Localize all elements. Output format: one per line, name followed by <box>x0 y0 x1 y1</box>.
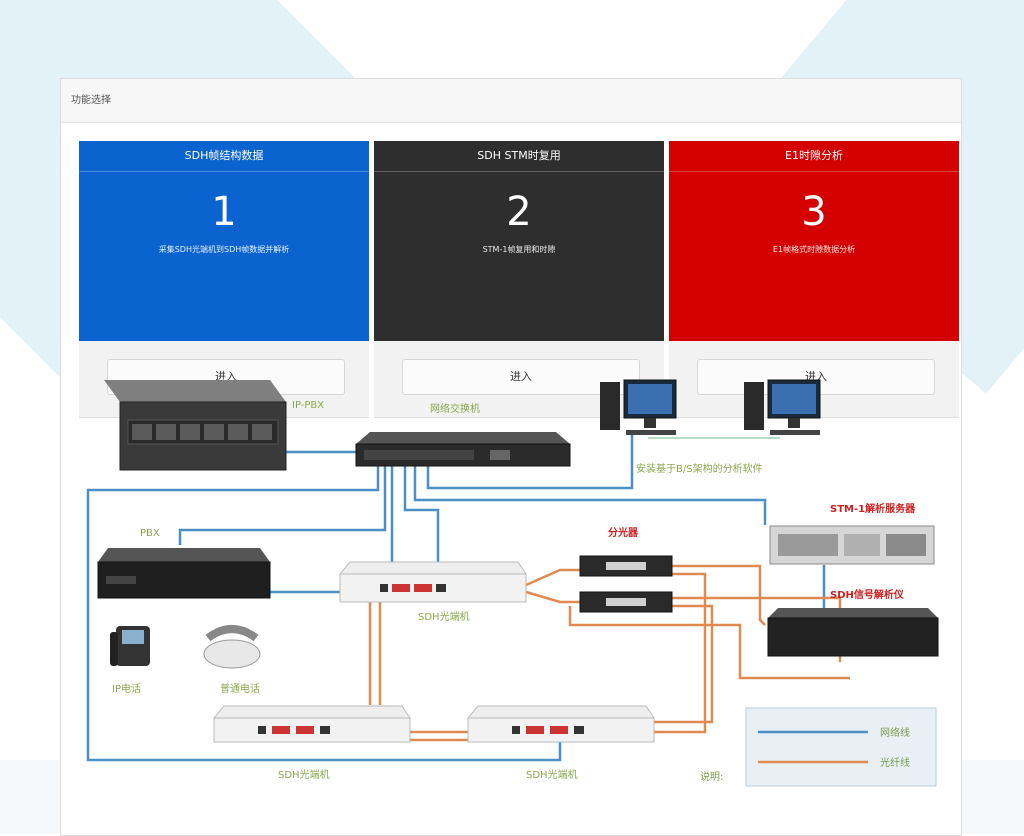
label-splitter: 分光器 <box>608 526 639 539</box>
normal-phone <box>203 625 261 669</box>
card-sdh-frame: SDH帧结构数据 1 采集SDH光端机到SDH帧数据并解析 <box>79 141 369 341</box>
network-line <box>426 432 634 490</box>
stm-server <box>769 525 935 565</box>
ippbx-server <box>104 380 287 471</box>
card-footer: 进入 <box>374 341 664 418</box>
card-description: E1帧格式时隙数据分析 <box>772 245 856 254</box>
label-ip-phone: IP电话 <box>112 682 141 695</box>
network-line <box>86 465 562 762</box>
label-sdh-analyzer: SDH信号解析仪 <box>830 588 905 601</box>
card-description: STM-1帧复用和时隙 <box>482 245 556 254</box>
card-title: E1时隙分析 <box>669 141 959 172</box>
card-title: SDH帧结构数据 <box>79 141 369 172</box>
card-description: 采集SDH光端机到SDH帧数据并解析 <box>158 245 290 254</box>
pbx-device <box>97 548 271 599</box>
label-sdh-left: SDH光端机 <box>278 768 330 781</box>
sdh-terminal-center <box>338 561 527 603</box>
client-computer-1 <box>600 379 677 435</box>
fiber-line <box>525 590 580 604</box>
network-line <box>413 465 767 525</box>
network-switch <box>355 432 571 467</box>
fiber-line <box>652 604 714 724</box>
sdh-terminal-right <box>466 705 655 743</box>
legend-network-label: 网络线 <box>880 726 910 739</box>
network-line <box>178 465 387 545</box>
label-sdh-center: SDH光端机 <box>418 610 470 623</box>
label-client-software: 安装基于B/S架构的分析软件 <box>636 462 763 475</box>
label-pbx: PBX <box>140 528 160 539</box>
label-normal-phone: 普通电话 <box>220 682 260 695</box>
ip-phone <box>110 626 150 666</box>
card-title: SDH STM时复用 <box>374 141 664 172</box>
fiber-line <box>525 568 580 587</box>
fiber-line <box>652 572 707 734</box>
fiber-line <box>672 564 766 626</box>
sdh-analyzer <box>767 608 939 657</box>
legend-fiber-label: 光纤线 <box>880 756 910 769</box>
legend-title: 说明: <box>700 770 723 783</box>
label-switch: 网络交换机 <box>430 402 480 415</box>
splitter-1 <box>579 555 673 577</box>
fiber-line <box>568 606 850 680</box>
label-ippbx: IP-PBX <box>292 400 324 411</box>
card-number: 2 <box>506 189 532 235</box>
network-lines <box>86 432 826 762</box>
card-number: 1 <box>211 189 237 235</box>
card-number: 3 <box>801 189 827 235</box>
card-sdh-stm: SDH STM时复用 2 STM-1帧复用和时隙 <box>374 141 664 341</box>
panel-header: 功能选择 <box>61 79 961 123</box>
network-diagram: IP-PBX 网络交换机 安装基于B/S架构的分析软件 STM-1解析服务器 S… <box>86 379 939 787</box>
card-e1-timeslot: E1时隙分析 3 E1帧格式时隙数据分析 <box>669 141 959 341</box>
network-line <box>403 465 440 570</box>
splitter-2 <box>579 591 673 613</box>
label-sdh-right: SDH光端机 <box>526 768 578 781</box>
fiber-lines <box>368 564 850 742</box>
sdh-terminal-left <box>212 705 411 743</box>
client-computer-2 <box>744 379 821 435</box>
legend: 网络线 光纤线 <box>745 707 937 787</box>
label-stm-server: STM-1解析服务器 <box>830 502 916 515</box>
